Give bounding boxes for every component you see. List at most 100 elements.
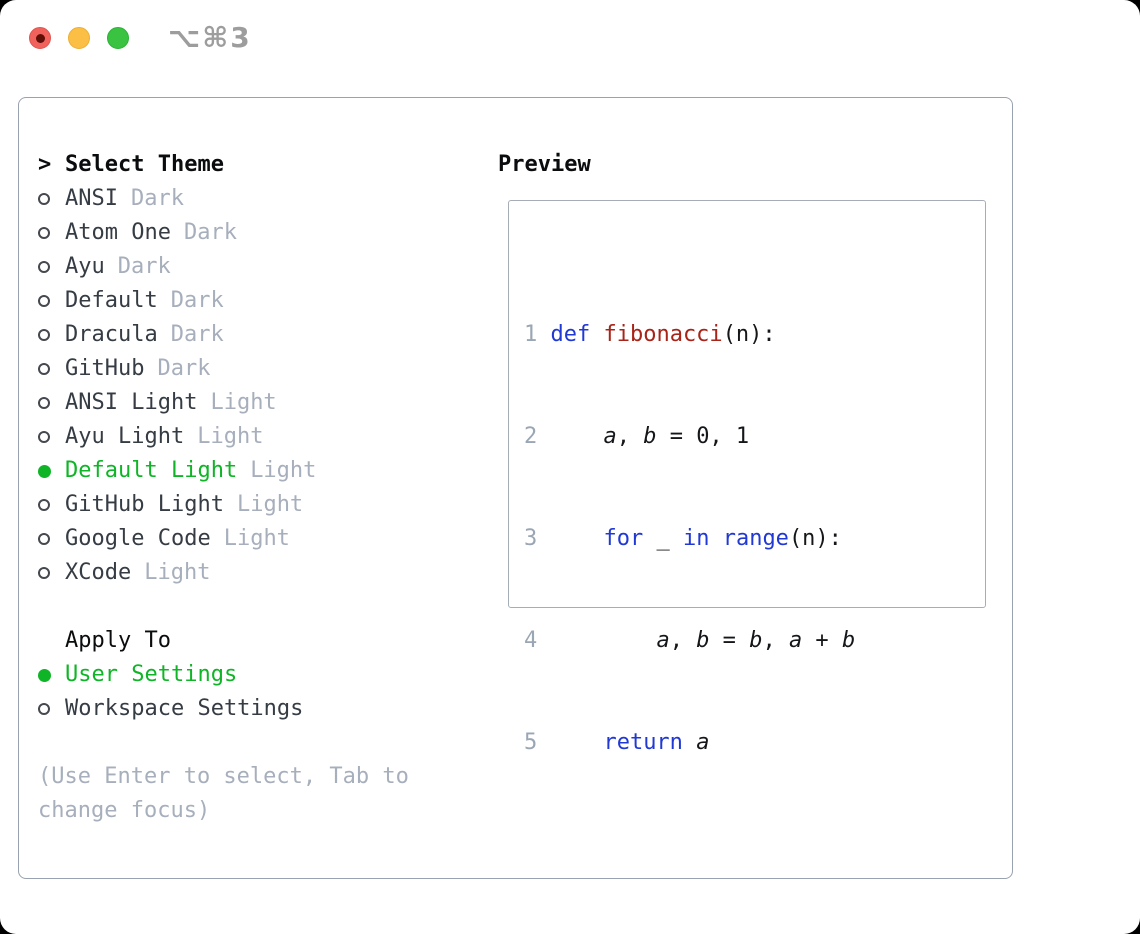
radio-icon bbox=[38, 216, 65, 250]
help-hint-line: change focus) bbox=[38, 798, 211, 823]
minimize-button[interactable] bbox=[68, 27, 90, 49]
radio-icon bbox=[38, 250, 65, 284]
code-token: a bbox=[603, 424, 617, 449]
code-token: for bbox=[603, 526, 644, 551]
line-number: 1 bbox=[524, 322, 538, 347]
theme-variant-tag: Dark bbox=[117, 254, 171, 279]
radio-icon bbox=[38, 182, 65, 216]
radio-selected-icon bbox=[38, 658, 65, 692]
apply-option-label: User Settings bbox=[65, 662, 238, 687]
line-number: 1 bbox=[524, 930, 537, 934]
radio-icon bbox=[38, 556, 65, 590]
preview-box: 1 def fibonacci (n): 2 a, b = 0, 1 3 for _… bbox=[508, 200, 986, 755]
theme-name: Atom One bbox=[65, 220, 171, 245]
radio-icon bbox=[38, 318, 65, 352]
theme-name: Ayu bbox=[65, 254, 105, 279]
code-token: , bbox=[669, 628, 697, 653]
theme-name: ANSI bbox=[65, 186, 118, 211]
code-token: b bbox=[696, 628, 710, 653]
section-gap bbox=[38, 590, 409, 624]
code-token bbox=[550, 424, 603, 449]
code-token: a bbox=[656, 628, 670, 653]
theme-name: Default bbox=[65, 288, 158, 313]
theme-option-google-code-light[interactable]: Google Code Light bbox=[38, 522, 409, 556]
code-token bbox=[550, 730, 603, 755]
line-number: 4 bbox=[524, 628, 538, 653]
theme-option-github-light[interactable]: GitHub Light Light bbox=[38, 488, 409, 522]
theme-option-ansi-dark[interactable]: ANSI Dark bbox=[38, 182, 409, 216]
select-theme-heading: > Select Theme bbox=[38, 148, 409, 182]
apply-option-label: Workspace Settings bbox=[65, 696, 304, 721]
theme-option-default-light[interactable]: Default Light Light bbox=[38, 454, 409, 488]
theme-variant-tag: Light bbox=[210, 390, 277, 415]
empty-marker bbox=[38, 624, 65, 658]
code-token bbox=[683, 730, 696, 755]
theme-variant-tag: Dark bbox=[157, 356, 211, 381]
apply-to-title: Apply To bbox=[65, 628, 171, 653]
code-token bbox=[709, 526, 722, 551]
code-token: = 0, 1 bbox=[656, 424, 750, 449]
apply-to-heading: Apply To bbox=[38, 624, 409, 658]
radio-icon bbox=[38, 420, 65, 454]
radio-icon bbox=[38, 488, 65, 522]
radio-icon bbox=[38, 522, 65, 556]
theme-variant-tag: Light bbox=[223, 526, 290, 551]
theme-name: ANSI Light bbox=[65, 390, 198, 415]
theme-name: Google Code bbox=[65, 526, 211, 551]
code-line: 4 a, b = b, a + b bbox=[524, 624, 921, 658]
line-number: 2 bbox=[524, 424, 538, 449]
diff-context-line: 1 This is a context line. bbox=[524, 930, 921, 934]
theme-variant-tag: Dark bbox=[170, 322, 224, 347]
code-line: 2 a, b = 0, 1 bbox=[524, 420, 921, 454]
radio-icon bbox=[38, 692, 65, 726]
theme-option-github-dark[interactable]: GitHub Dark bbox=[38, 352, 409, 386]
theme-list: > Select Theme ANSI Dark Atom One Dark A… bbox=[38, 148, 409, 828]
help-hint-line: (Use Enter to select, Tab to bbox=[38, 764, 409, 789]
code-token: def bbox=[550, 322, 591, 347]
selection-caret-icon: > bbox=[38, 152, 52, 177]
blank-line bbox=[524, 828, 921, 862]
code-token bbox=[590, 322, 603, 347]
code-token: b bbox=[841, 628, 856, 653]
unsaved-dot-icon bbox=[35, 33, 45, 43]
theme-option-ayu-dark[interactable]: Ayu Dark bbox=[38, 250, 409, 284]
theme-option-default-dark[interactable]: Default Dark bbox=[38, 284, 409, 318]
close-button[interactable] bbox=[29, 27, 51, 49]
radio-icon bbox=[38, 386, 65, 420]
theme-name: GitHub bbox=[65, 356, 145, 381]
theme-name: Dracula bbox=[65, 322, 158, 347]
code-token: b bbox=[749, 628, 763, 653]
theme-name: Default Light bbox=[65, 458, 238, 483]
section-gap bbox=[38, 726, 409, 760]
code-token: , bbox=[616, 424, 644, 449]
code-line: 3 for _ in range(n): bbox=[524, 522, 921, 556]
code-token: range bbox=[722, 526, 789, 551]
code-token: b bbox=[643, 424, 657, 449]
theme-variant-tag: Dark bbox=[130, 186, 184, 211]
code-token: fibonacci bbox=[603, 322, 723, 347]
code-token bbox=[550, 628, 656, 653]
theme-option-xcode-light[interactable]: XCode Light bbox=[38, 556, 409, 590]
code-line: 5 return a bbox=[524, 726, 921, 760]
code-preview: 1 def fibonacci (n): 2 a, b = 0, 1 3 for _… bbox=[524, 250, 921, 934]
code-token bbox=[550, 526, 603, 551]
theme-variant-tag: Light bbox=[236, 492, 304, 517]
theme-variant-tag: Light bbox=[250, 458, 317, 483]
theme-name: XCode bbox=[65, 560, 132, 585]
code-token: a bbox=[696, 730, 710, 755]
keyboard-shortcut-label: ⌥⌘3 bbox=[168, 21, 252, 54]
code-token: (n): bbox=[788, 526, 842, 551]
radio-icon bbox=[38, 352, 65, 386]
theme-option-ayu-light[interactable]: Ayu Light Light bbox=[38, 420, 409, 454]
theme-option-atom-one-dark[interactable]: Atom One Dark bbox=[38, 216, 409, 250]
maximize-button[interactable] bbox=[107, 27, 129, 49]
code-token: in bbox=[682, 526, 710, 551]
theme-option-dracula-dark[interactable]: Dracula Dark bbox=[38, 318, 409, 352]
apply-option-workspace-settings[interactable]: Workspace Settings bbox=[38, 692, 409, 726]
theme-variant-tag: Light bbox=[197, 424, 264, 449]
theme-variant-tag: Dark bbox=[170, 288, 224, 313]
theme-option-ansi-light[interactable]: ANSI Light Light bbox=[38, 386, 409, 420]
apply-option-user-settings[interactable]: User Settings bbox=[38, 658, 409, 692]
